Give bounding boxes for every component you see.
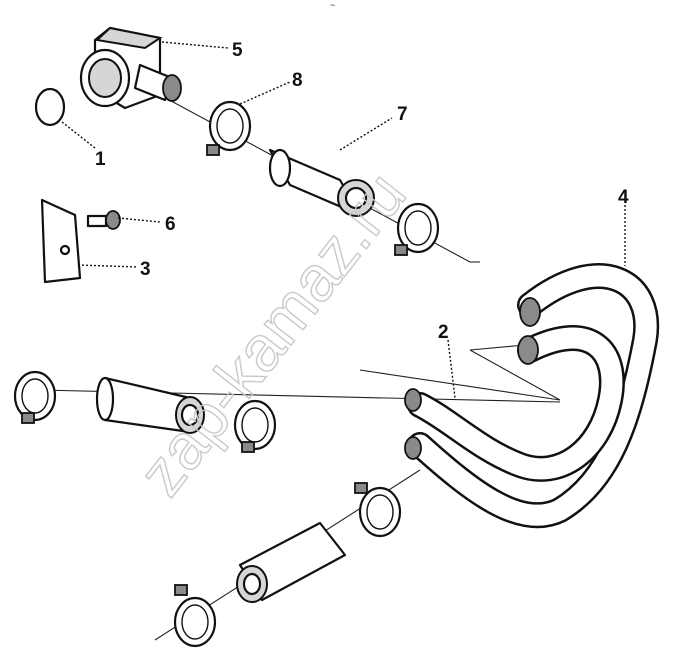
gasket xyxy=(34,87,66,127)
clamp-lower-left xyxy=(173,584,217,648)
bolt xyxy=(86,210,121,230)
u-pipe-inner xyxy=(407,325,625,482)
angle-fitting xyxy=(79,26,182,110)
callout-6: 6 xyxy=(165,214,176,235)
clamp-lower-right xyxy=(354,482,402,538)
clamp-center xyxy=(233,399,277,453)
u-pipe-outer xyxy=(407,263,660,529)
hose-left xyxy=(95,376,205,434)
hose-lower xyxy=(236,521,347,603)
callout-1: 1 xyxy=(95,149,106,170)
callout-7: 7 xyxy=(397,104,408,125)
callout-5: 5 xyxy=(232,40,243,61)
clamp-middle xyxy=(394,202,440,256)
top-mark: ~ xyxy=(330,0,335,10)
callout-4: 4 xyxy=(618,187,629,208)
clamp-left xyxy=(13,370,57,424)
callout-8: 8 xyxy=(292,70,303,91)
pipe-ends xyxy=(404,388,422,460)
leaders xyxy=(61,41,626,399)
hose-upper xyxy=(268,148,375,217)
callout-3: 3 xyxy=(140,259,151,280)
watermark: zap-kamaz.ru xyxy=(124,159,419,509)
bracket xyxy=(40,198,82,284)
callouts: 5 8 7 1 6 3 4 2 xyxy=(95,40,629,343)
clamp-upper xyxy=(206,100,252,156)
callout-2: 2 xyxy=(438,322,449,343)
